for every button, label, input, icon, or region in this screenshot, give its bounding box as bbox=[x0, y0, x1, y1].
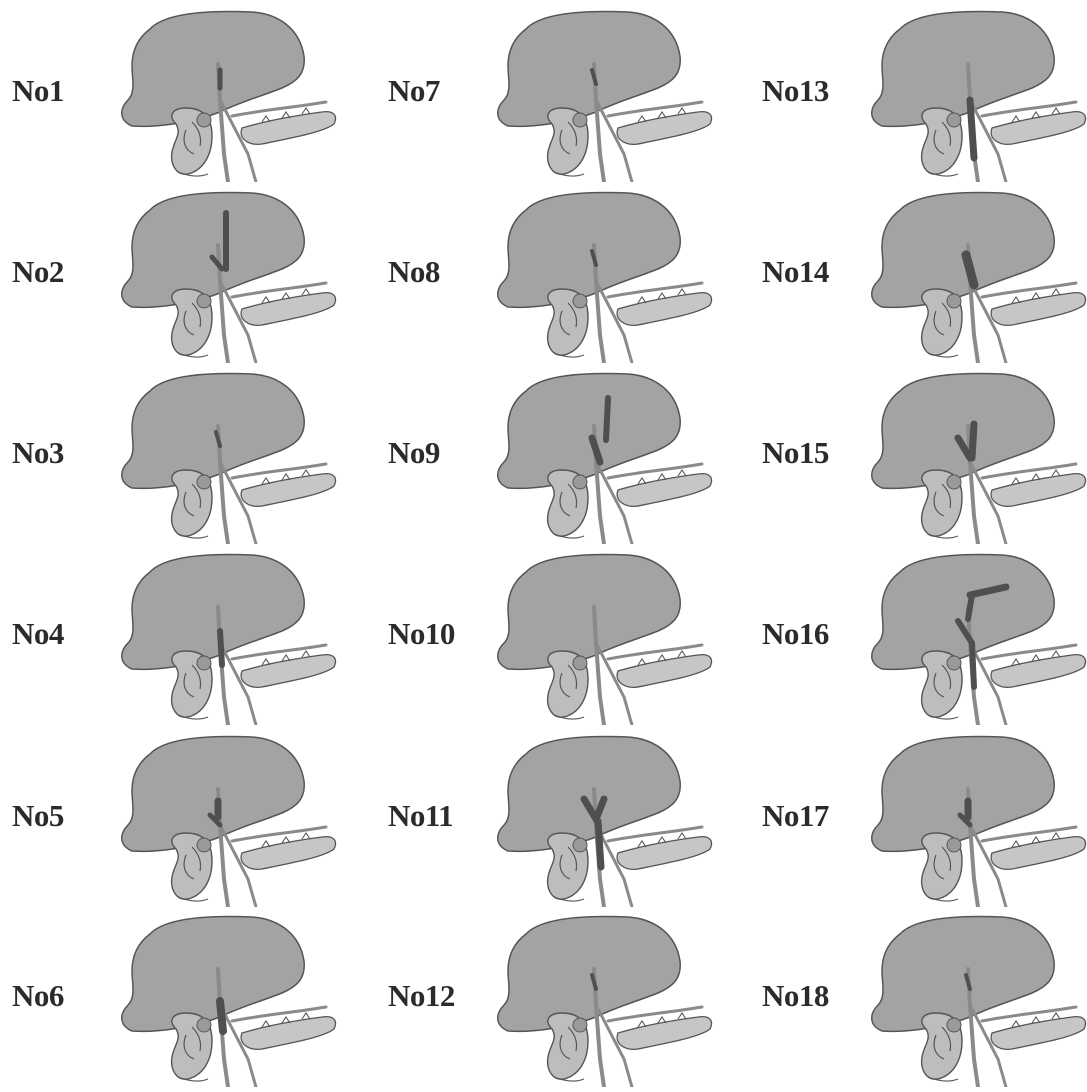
liver-biliary-anatomy-icon bbox=[488, 909, 728, 1087]
panel-no7: No7 bbox=[388, 0, 750, 182]
liver-biliary-anatomy-icon bbox=[488, 185, 728, 363]
panel-label: No4 bbox=[12, 616, 64, 652]
liver-biliary-anatomy-icon bbox=[862, 909, 1087, 1087]
panel-no17: No17 bbox=[762, 725, 1087, 907]
panel-label: No12 bbox=[388, 978, 455, 1014]
liver-biliary-anatomy-icon bbox=[488, 4, 728, 182]
panel-no2: No2 bbox=[12, 181, 374, 363]
panel-no18: No18 bbox=[762, 905, 1087, 1087]
panel-label: No3 bbox=[12, 435, 64, 471]
liver-biliary-anatomy-icon bbox=[862, 547, 1087, 725]
liver-biliary-anatomy-icon bbox=[862, 729, 1087, 907]
panel-label: No6 bbox=[12, 978, 64, 1014]
panel-no14: No14 bbox=[762, 181, 1087, 363]
panel-no3: No3 bbox=[12, 362, 374, 544]
panel-no15: No15 bbox=[762, 362, 1087, 544]
panel-label: No16 bbox=[762, 616, 829, 652]
liver-biliary-anatomy-icon bbox=[112, 729, 352, 907]
panel-label: No10 bbox=[388, 616, 455, 652]
panel-no16: No16 bbox=[762, 543, 1087, 725]
panel-no11: No11 bbox=[388, 725, 750, 907]
liver-biliary-anatomy-icon bbox=[112, 4, 352, 182]
panel-no8: No8 bbox=[388, 181, 750, 363]
panel-no1: No1 bbox=[12, 0, 374, 182]
panel-label: No9 bbox=[388, 435, 440, 471]
panel-no9: No9 bbox=[388, 362, 750, 544]
panel-no13: No13 bbox=[762, 0, 1087, 182]
liver-biliary-anatomy-icon bbox=[488, 729, 728, 907]
panel-no12: No12 bbox=[388, 905, 750, 1087]
liver-biliary-anatomy-icon bbox=[862, 4, 1087, 182]
liver-biliary-anatomy-icon bbox=[112, 547, 352, 725]
liver-biliary-anatomy-icon bbox=[862, 185, 1087, 363]
panel-label: No13 bbox=[762, 73, 829, 109]
panel-label: No15 bbox=[762, 435, 829, 471]
panel-label: No11 bbox=[388, 798, 453, 834]
panel-label: No17 bbox=[762, 798, 829, 834]
panel-label: No18 bbox=[762, 978, 829, 1014]
liver-biliary-anatomy-icon bbox=[112, 366, 352, 544]
panel-no6: No6 bbox=[12, 905, 374, 1087]
panel-label: No5 bbox=[12, 798, 64, 834]
liver-biliary-anatomy-icon bbox=[488, 547, 728, 725]
panel-label: No2 bbox=[12, 254, 64, 290]
panel-label: No7 bbox=[388, 73, 440, 109]
panel-no10: No10 bbox=[388, 543, 750, 725]
panel-label: No8 bbox=[388, 254, 440, 290]
liver-biliary-anatomy-icon bbox=[488, 366, 728, 544]
panel-label: No1 bbox=[12, 73, 64, 109]
panel-no5: No5 bbox=[12, 725, 374, 907]
panel-label: No14 bbox=[762, 254, 829, 290]
liver-biliary-anatomy-icon bbox=[112, 185, 352, 363]
panel-no4: No4 bbox=[12, 543, 374, 725]
liver-biliary-anatomy-icon bbox=[862, 366, 1087, 544]
liver-biliary-anatomy-icon bbox=[112, 909, 352, 1087]
